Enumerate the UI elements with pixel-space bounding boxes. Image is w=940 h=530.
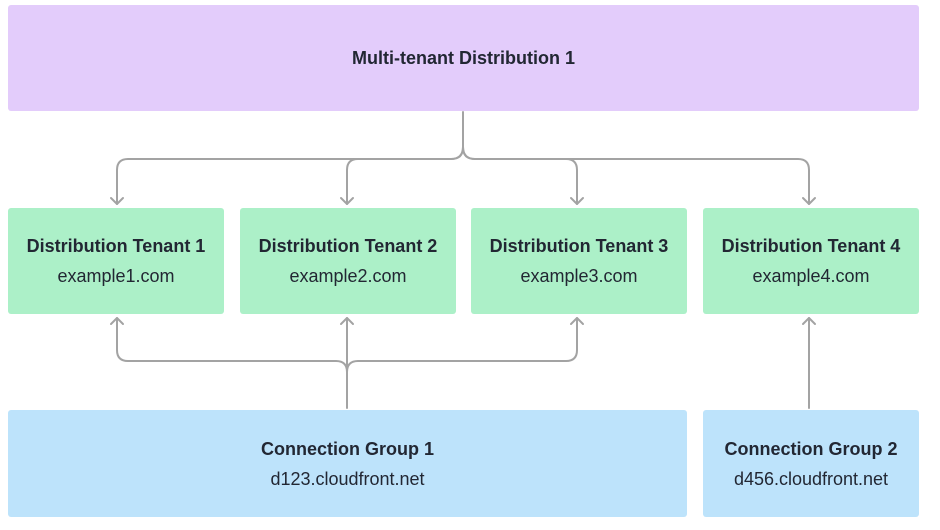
arrow-up-tenant-3	[570, 317, 584, 325]
connection-group-2-box: Connection Group 2 d456.cloudfront.net	[703, 410, 919, 517]
tenant-domain: example3.com	[520, 266, 638, 286]
arrow-down-tenant-1	[110, 197, 124, 205]
arrow-up-tenant-1	[110, 317, 124, 325]
connection-group-1-trunk-line	[116, 317, 348, 409]
distribution-tenant-2-box: Distribution Tenant 2 example2.com	[240, 208, 456, 314]
connection-group-title: Connection Group 1	[261, 438, 434, 459]
arrow-down-tenant-3	[570, 197, 584, 205]
distribution-tenant-4-box: Distribution Tenant 4 example4.com	[703, 208, 919, 314]
arrow-down-tenant-2	[340, 197, 354, 205]
tenant-domain: example4.com	[752, 266, 870, 286]
arrow-up-tenant-2	[340, 317, 354, 325]
multi-tenant-distribution-box: Multi-tenant Distribution 1	[8, 5, 919, 111]
distribution-branch-4-line	[462, 146, 810, 205]
connection-group-domain: d456.cloudfront.net	[733, 468, 889, 489]
tenant-title: Distribution Tenant 1	[26, 236, 206, 256]
tenant-title: Distribution Tenant 2	[258, 236, 438, 256]
distribution-branch-2-line	[346, 146, 464, 205]
distribution-trunk-line	[116, 111, 464, 205]
connection-group-title: Connection Group 2	[724, 438, 898, 459]
distribution-tenant-1-box: Distribution Tenant 1 example1.com	[8, 208, 224, 314]
tenant-title: Distribution Tenant 3	[489, 236, 669, 256]
distribution-title: Multi-tenant Distribution 1	[352, 48, 575, 68]
connection-group-domain: d123.cloudfront.net	[270, 468, 425, 489]
tenant-title: Distribution Tenant 4	[721, 236, 901, 256]
arrow-up-tenant-4	[802, 317, 816, 325]
distribution-tenant-3-box: Distribution Tenant 3 example3.com	[471, 208, 687, 314]
tenant-domain: example1.com	[57, 266, 175, 286]
tenant-domain: example2.com	[289, 266, 407, 286]
arrow-down-tenant-4	[802, 197, 816, 205]
distribution-branch-3-line	[462, 146, 578, 205]
connection-group-1-branch-3-line	[346, 317, 578, 373]
connection-group-1-box: Connection Group 1 d123.cloudfront.net	[8, 410, 687, 517]
